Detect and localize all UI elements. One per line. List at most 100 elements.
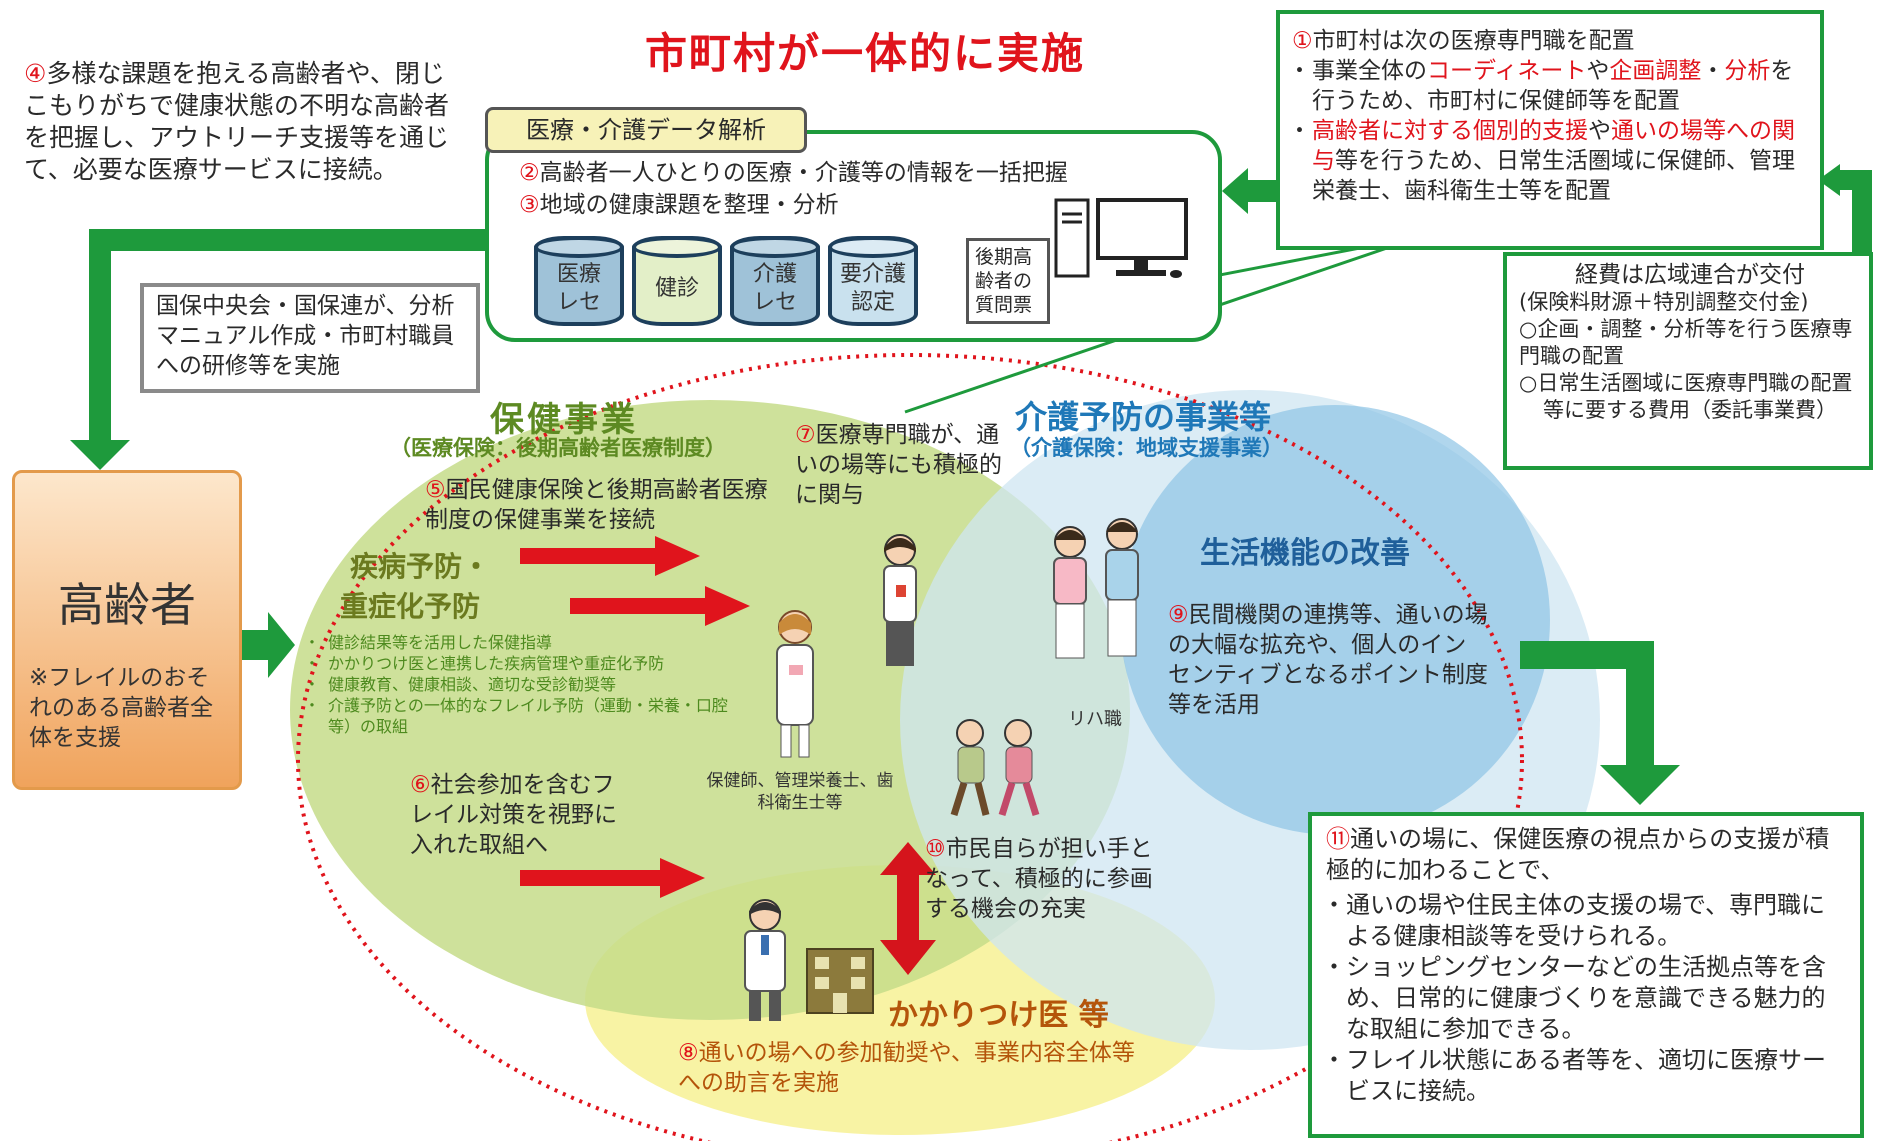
staff-label: 保健師、管理栄養士、歯科衛生士等 [706,771,894,813]
item10-num: ⑩ [925,836,946,862]
item5-num: ⑤ [425,477,446,503]
health-worker-figure [883,534,917,666]
item1-bullet-1: 事業全体のコーディネートや企画調整・分析を行うため、市町村に保健師等を配置 [1288,56,1810,116]
elderly-box: 高齢者 ※フレイルのおそれのある高齢者全体を支援 [12,470,242,790]
item11-lead: ⑪通いの場に、保健医療の視点からの支援が積極的に加わることで、 [1326,824,1848,886]
item7-body: 医療専門職が、通いの場等にも積極的に関与 [795,422,1002,508]
item1-title-text: 市町村は次の医療専門職を配置 [1312,28,1635,54]
item6-text: ⑥社会参加を含むフレイル対策を視野に入れた取組へ [410,770,635,860]
item1-b2-c: 通いの場等への関与 [1312,118,1795,174]
analysis-tab: 医療・介護データ解析 [485,107,807,153]
item1-b1-e: ・ [1701,58,1725,84]
db-kaigo-rese-label: 介護 レセ [752,262,797,315]
database-row: 医療 レセ 健診 介護 レセ 要介護 認定 後期高 齢者の 質問票 [534,236,1134,332]
municipal-boundary [296,353,1524,1141]
hoken-subtitle: （医療保険：後期高齢者医療制度） [390,436,726,460]
item6-body: 社会参加を含むフレイル対策を視野に入れた取組へ [410,772,617,858]
clinic-building-icon [806,948,874,1014]
item9-text: ⑨民間機関の連携等、通いの場の大幅な拡充や、個人のインセンティブとなるポイント制… [1168,600,1488,720]
item9-num: ⑨ [1168,602,1189,628]
item11-num: ⑪ [1326,825,1350,853]
item7-text: ⑦医療専門職が、通いの場等にも積極的に関与 [795,420,1010,510]
db-kaigo-rese: 介護 レセ [730,236,820,326]
item8-body: 通いの場への参加勧奨や、事業内容全体等への助言を実施 [678,1040,1135,1096]
kokuho-note: 国保中央会・国保連が、分析マニュアル作成・市町村職員への研修等を実施 [140,283,480,393]
item10-text: ⑩市民自らが担い手となって、積極的に参画する機会の充実 [925,834,1165,924]
item11-lead-text: 通いの場に、保健医療の視点からの支援が積極的に加わることで、 [1326,825,1830,884]
result-arrow [1520,641,1654,770]
computer-icon [1054,198,1188,278]
funding-subtitle: (保険料財源＋特別調整交付金) [1519,290,1809,314]
prevention-title-2: 重症化予防 [340,590,481,623]
page-title: 市町村が一体的に実施 [645,29,1086,78]
db-iryo-rese-label: 医療 レセ [556,262,601,315]
item5-text: ⑤国民健康保険と後期高齢者医療制度の保健事業を接続 [425,475,785,535]
item9-body: 民間機関の連携等、通いの場の大幅な拡充や、個人のインセンティブとなるポイント制度… [1168,602,1488,718]
kakaritsuke-title: かかりつけ医 等 [888,998,1109,1033]
item1-b1-d: 企画調整 [1609,58,1702,84]
funding-item-1: ○企画・調整・分析等を行う医療専門職の配置 [1519,317,1853,368]
item1-b1-c: や [1586,58,1610,84]
double-arrow [880,842,936,975]
rehab-staff-figure [1053,518,1139,659]
db-iryo-rese: 医療 レセ [534,236,624,326]
item5-body: 国民健康保険と後期高齢者医療制度の保健事業を接続 [425,477,768,533]
item1-b2-a: 高齢者に対する個別的支援 [1312,118,1588,144]
item10-body: 市民自らが担い手となって、積極的に参画する機会の充実 [925,836,1153,922]
seikatsu-title: 生活機能の改善 [1200,536,1410,571]
db-yokaigo-nintei-label: 要介護 認定 [839,262,906,315]
item1-b2-d: 等を行うため、日常生活圏域に保健師、管理栄養士、歯科衛生士等を配置 [1312,148,1795,204]
prevention-bullet-3: 健康教育、健康相談、適切な受診勧奨等 [304,674,748,695]
item1-b1-a: 事業全体の [1312,58,1427,84]
item1-bullets: 事業全体のコーディネートや企画調整・分析を行うため、市町村に保健師等を配置 高齢… [1288,56,1810,206]
analysis-line3: ③地域の健康課題を整理・分析 [519,190,839,220]
elderly-note: ※フレイルのおそれのある高齢者全体を支援 [29,665,213,751]
item1-bullet-2: 高齢者に対する個別的支援や通いの場等への関与等を行うため、日常生活圏域に保健師、… [1288,116,1810,206]
item7-num: ⑦ [795,422,816,448]
analysis-line3-text: 地域の健康課題を整理・分析 [539,192,839,218]
prevention-bullet-2: かかりつけ医と連携した疾病管理や重症化予防 [304,653,748,674]
item6-num: ⑥ [410,772,431,798]
hoken-title: 保健事業 [490,400,638,440]
analysis-box: ②高齢者一人ひとりの医療・介護等の情報を一括把握 ③地域の健康課題を整理・分析 … [485,130,1222,342]
elderly-title: 高齢者 [58,578,196,632]
db-kenshin-label: 健診 [654,276,699,301]
analysis-line2: ②高齢者一人ひとりの医療・介護等の情報を一括把握 [519,158,1068,188]
db-yokaigo-nintei: 要介護 認定 [828,236,918,326]
item4-body: 多様な課題を抱える高齢者や、閉じこもりがちで健康状態の不明な高齢者を把握し、アウ… [24,59,450,184]
funding-title: 経費は広域連合が交付 [1575,262,1805,288]
db-kenshin: 健診 [632,236,722,326]
item4-num: ④ [24,59,47,88]
analysis-line3-num: ③ [519,192,540,218]
item1-b1-g: を行うため、市町村に保健師等を配置 [1312,58,1794,114]
item11-box: ⑪通いの場に、保健医療の視点からの支援が積極的に加わることで、 通いの場や住民主… [1308,812,1864,1138]
item4-text: ④多様な課題を抱える高齢者や、閉じこもりがちで健康状態の不明な高齢者を把握し、ア… [24,58,464,186]
prevention-title-1: 疾病予防・ [350,550,491,583]
nurse-figure [776,610,814,758]
item1-box: ①市町村は次の医療専門職を配置 事業全体のコーディネートや企画調整・分析を行うた… [1276,10,1824,250]
funding-item-3: 等に要する費用（委託事業費） [1543,398,1837,422]
doctor-figure [744,899,786,1021]
item1-title: ①市町村は次の医療専門職を配置 [1292,26,1810,56]
item11-bullet-2: ショッピングセンターなどの生活拠点等を含め、日常的に健康づくりを意識できる魅力的… [1322,952,1848,1045]
prevention-bullets: 健診結果等を活用した保健指導 かかりつけ医と連携した疾病管理や重症化予防 健康教… [304,632,748,737]
funding-arrow [1838,170,1872,252]
seniors-walking-figure [950,719,1040,817]
funding-box: 経費は広域連合が交付 (保険料財源＋特別調整交付金) ○企画・調整・分析等を行う… [1503,252,1873,470]
item8-text: ⑧通いの場への参加勧奨や、事業内容全体等への助言を実施 [678,1038,1148,1098]
item1-b2-b: や [1588,118,1611,144]
prevention-bullet-4: 介護予防との一体的なフレイル予防（運動・栄養・口腔等）の取組 [304,695,748,737]
item11-bullet-1: 通いの場や住民主体の支援の場で、専門職による健康相談等を受けられる。 [1322,890,1848,952]
kaigo-title: 介護予防の事業等 [1015,398,1272,436]
item1-num: ① [1292,28,1313,54]
analysis-line2-num: ② [519,160,540,186]
reha-label: リハ職 [1068,709,1122,730]
funding-item-2: ○日常生活圏域に医療専門職の配置 [1519,371,1853,395]
item1-b1-b: コーディネート [1427,58,1587,84]
analysis-line2-text: 高齢者一人ひとりの医療・介護等の情報を一括把握 [539,160,1068,186]
seikatsu-area [1120,405,1550,835]
outreach-arrow [89,229,485,445]
item11-bullet-3: フレイル状態にある者等を、適切に医療サービスに接続。 [1322,1045,1848,1107]
prevention-bullet-1: 健診結果等を活用した保健指導 [304,632,748,653]
item8-num: ⑧ [678,1040,699,1066]
